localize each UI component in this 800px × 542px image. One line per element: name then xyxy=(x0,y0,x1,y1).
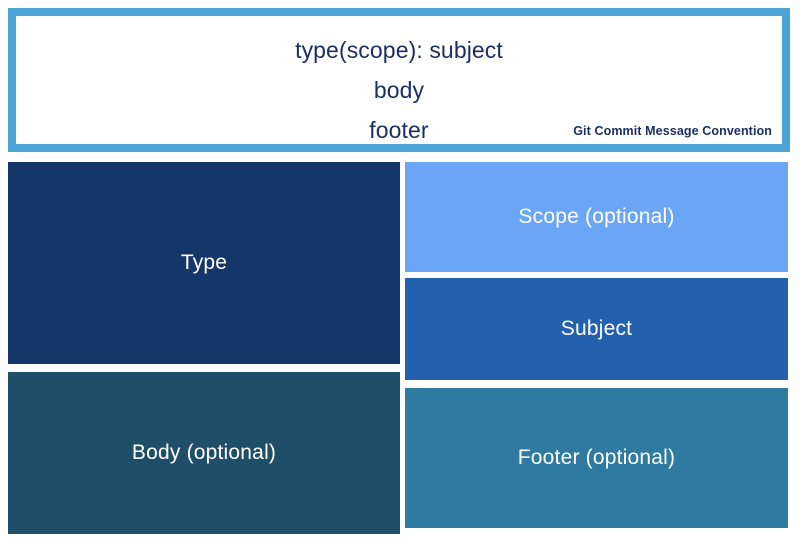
block-body: Body (optional) xyxy=(8,372,400,534)
block-type: Type xyxy=(8,162,400,364)
block-footer: Footer (optional) xyxy=(405,388,788,528)
block-subject-label: Subject xyxy=(560,317,633,340)
block-footer-label: Footer (optional) xyxy=(517,446,676,469)
banner-line-subject: type(scope): subject xyxy=(295,37,503,63)
block-subject: Subject xyxy=(405,278,788,380)
banner-line-footer: footer xyxy=(369,117,429,143)
block-scope-label: Scope (optional) xyxy=(518,205,675,228)
banner-inner: type(scope): subject body footer Git Com… xyxy=(16,16,782,144)
banner-line-body: body xyxy=(373,77,425,103)
commit-template-banner: type(scope): subject body footer Git Com… xyxy=(8,8,790,152)
block-scope: Scope (optional) xyxy=(405,162,788,272)
block-type-label: Type xyxy=(180,251,228,274)
banner-credit-label: Git Commit Message Convention xyxy=(573,124,772,138)
block-body-label: Body (optional) xyxy=(131,441,277,464)
